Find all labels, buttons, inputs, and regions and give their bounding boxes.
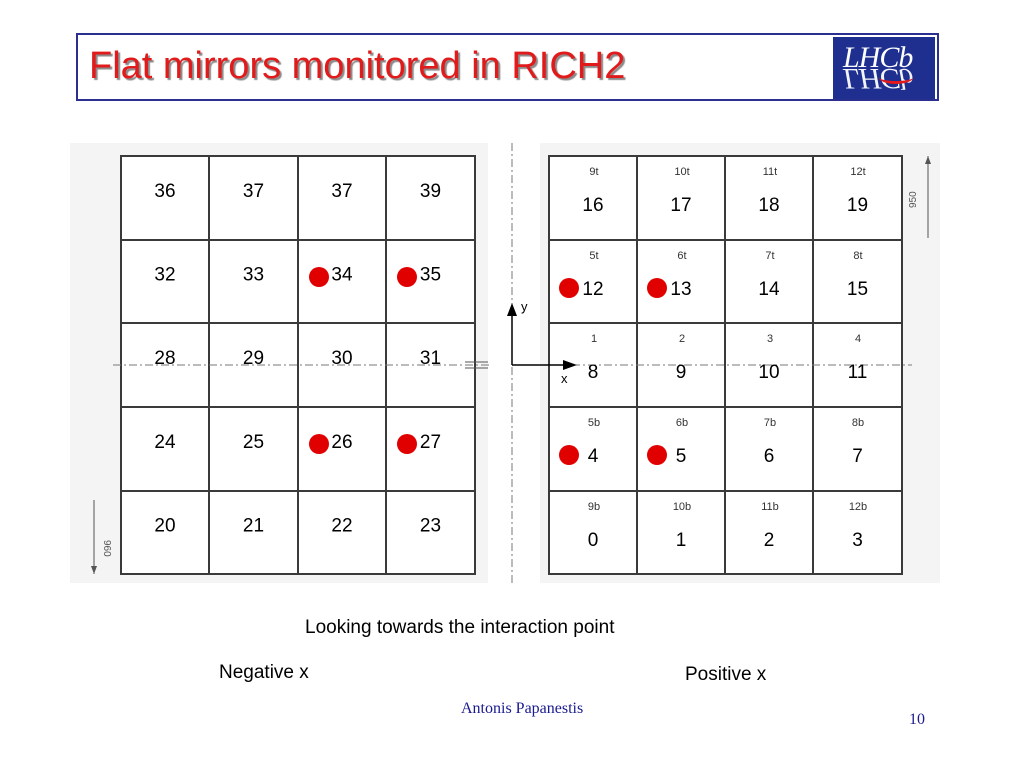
- mirror-number: 14: [758, 279, 780, 300]
- mirror-number: 13: [670, 279, 691, 300]
- mirror-number: 18: [758, 195, 779, 216]
- mirror-number: 28: [154, 348, 175, 369]
- mirror-number: 25: [243, 432, 264, 453]
- mirror-segment-label: 3: [767, 333, 773, 345]
- mirror-number: 0: [588, 530, 599, 551]
- mirror-segment-label: 12b: [849, 501, 867, 513]
- mirror-number: 37: [331, 181, 352, 202]
- slide-title: Flat mirrors monitored in RICH2: [89, 45, 626, 87]
- mirror-number: 8: [588, 362, 599, 383]
- coordinate-axes: yx: [465, 143, 577, 583]
- mirror-number: 27: [420, 432, 441, 453]
- monitored-mirror-marker: [397, 267, 417, 287]
- y-axis-arrow: [507, 303, 517, 316]
- monitored-mirror-marker: [559, 278, 579, 298]
- mirror-number: 3: [852, 530, 863, 551]
- mirror-number: 10: [758, 362, 779, 383]
- mirror-segment-label: 6b: [676, 417, 688, 429]
- mirror-number: 30: [331, 348, 352, 369]
- monitored-mirror-marker: [397, 434, 417, 454]
- mirror-segment-label: 1: [591, 333, 597, 345]
- mirror-number: 33: [243, 265, 264, 286]
- lhcb-logo-icon: LHCb LHCb: [833, 37, 935, 99]
- mirror-number: 35: [420, 265, 441, 286]
- mirror-segment-label: 4: [855, 333, 861, 345]
- page-number: 10: [909, 711, 925, 728]
- mirror-segment-label: 5b: [588, 417, 600, 429]
- mirror-number: 26: [331, 432, 352, 453]
- mirror-number: 24: [154, 432, 176, 453]
- view-caption: Looking towards the interaction point: [305, 617, 615, 638]
- mirror-number: 17: [670, 195, 691, 216]
- monitored-mirror-marker: [647, 445, 667, 465]
- mirror-number: 5: [676, 446, 687, 467]
- left-mirror-grid: 960 36 37 37 39 32 33 34 35 28 29 30 31 24 25 26 27 20 21 2…: [70, 143, 490, 583]
- positive-x-caption: Positive x: [685, 664, 767, 685]
- left-dimension-arrow: [91, 566, 97, 574]
- mirror-segment-label: 10b: [673, 501, 691, 513]
- monitored-mirror-marker: [559, 445, 579, 465]
- left-dimension-label: 960: [101, 540, 112, 557]
- mirror-number: 4: [588, 446, 599, 467]
- logo-swoosh: [879, 71, 913, 84]
- mirror-number: 34: [331, 265, 353, 286]
- mirror-segment-label: 11b: [761, 501, 779, 513]
- mirror-segment-label: 2: [679, 333, 685, 345]
- mirror-number: 39: [420, 181, 441, 202]
- mirror-segment-label: 8t: [853, 250, 862, 262]
- mirror-number: 22: [331, 516, 352, 537]
- mirror-segment-label: 7t: [765, 250, 774, 262]
- monitored-mirror-marker: [309, 434, 329, 454]
- monitored-mirror-marker: [647, 278, 667, 298]
- mirror-number: 16: [582, 195, 603, 216]
- mirror-number: 36: [154, 181, 175, 202]
- mirror-number: 9: [676, 362, 687, 383]
- title-box: Flat mirrors monitored in RICH2 LHCb LHC…: [76, 33, 939, 101]
- mirror-number: 1: [676, 530, 687, 551]
- mirror-number: 21: [243, 516, 264, 537]
- mirror-number: 2: [764, 530, 775, 551]
- mirror-number: 7: [852, 446, 863, 467]
- mirror-segment-label: 10t: [674, 166, 689, 178]
- mirror-number: 23: [420, 516, 441, 537]
- mirror-number: 29: [243, 348, 264, 369]
- mirror-segment-label: 11t: [763, 166, 777, 178]
- footer-author: Antonis Papanestis: [461, 700, 584, 717]
- mirror-number: 11: [848, 362, 868, 383]
- right-dimension-label: 950: [908, 191, 919, 208]
- mirror-number: 6: [764, 446, 775, 467]
- y-axis-label: y: [521, 299, 528, 314]
- mirror-segment-label: 7b: [764, 417, 776, 429]
- negative-x-caption: Negative x: [219, 662, 309, 683]
- logo-text: LHCb: [843, 41, 913, 74]
- mirror-segment-label: 12t: [850, 166, 865, 178]
- mirror-number: 31: [420, 348, 441, 369]
- mirror-number: 12: [582, 279, 603, 300]
- mirror-segment-label: 9t: [589, 166, 598, 178]
- mirror-segment-label: 6t: [677, 250, 686, 262]
- mirror-number: 19: [847, 195, 868, 216]
- mirror-segment-label: 8b: [852, 417, 864, 429]
- monitored-mirror-marker: [309, 267, 329, 287]
- mirror-segment-label: 5t: [589, 250, 598, 262]
- mirror-number: 20: [154, 516, 175, 537]
- right-mirror-grid: 9509t1610t1711t1812t195t126t137t148t1518…: [540, 143, 940, 583]
- x-axis-arrow: [563, 360, 577, 370]
- mirror-number: 15: [847, 279, 868, 300]
- mirror-number: 37: [243, 181, 264, 202]
- mirror-number: 32: [154, 265, 175, 286]
- right-dimension-arrow: [925, 156, 931, 164]
- mirror-segment-label: 9b: [588, 501, 600, 513]
- x-axis-label: x: [561, 371, 568, 386]
